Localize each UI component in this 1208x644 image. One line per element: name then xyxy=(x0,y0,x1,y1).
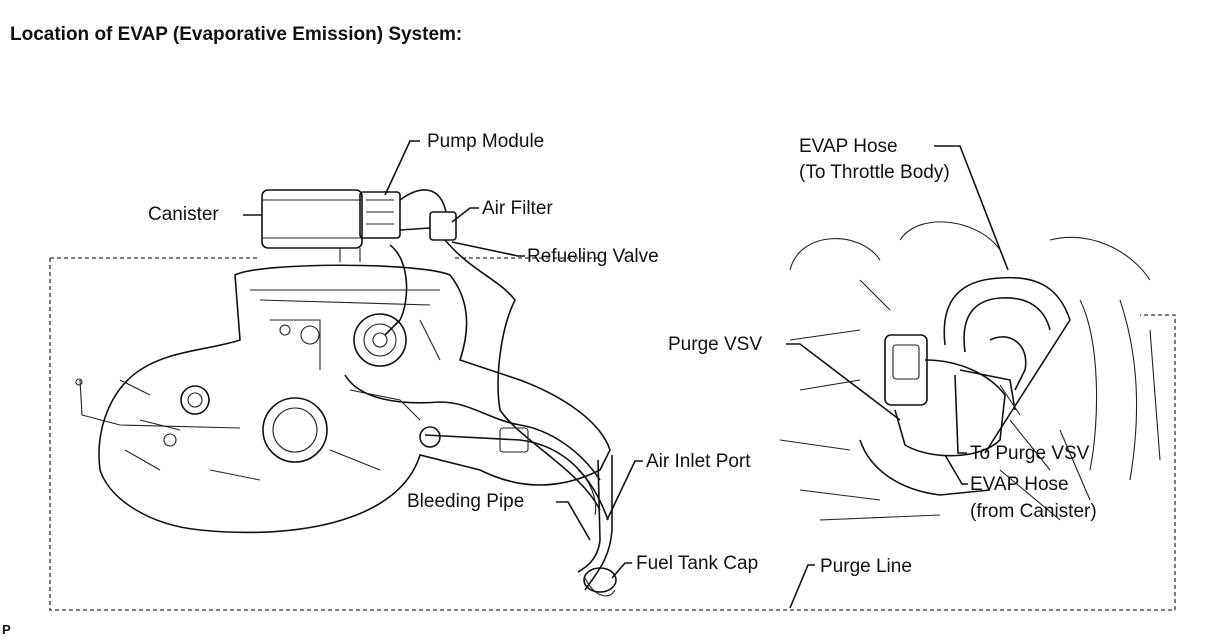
leader-lines xyxy=(243,140,1071,609)
enclosure-dashed-frame xyxy=(49,258,1176,611)
label-evap-hose-canister: EVAP Hose xyxy=(970,474,1069,495)
label-evap-hose-throttle: EVAP Hose xyxy=(799,136,898,157)
label-air-inlet-port: Air Inlet Port xyxy=(646,451,751,472)
label-purge-line: Purge Line xyxy=(820,556,912,577)
label-air-filter: Air Filter xyxy=(482,198,553,219)
engine-bay-illustration xyxy=(779,221,1161,521)
label-bleeding-pipe: Bleeding Pipe xyxy=(407,491,525,512)
fuel-tank-illustration xyxy=(75,264,611,534)
label-fuel-tank-cap: Fuel Tank Cap xyxy=(636,553,759,574)
canister-assembly xyxy=(261,189,457,262)
corner-mark: P xyxy=(2,622,11,637)
label-refueling-valve: Refueling Valve xyxy=(527,246,659,267)
label-pump-module: Pump Module xyxy=(427,131,545,152)
label-canister: Canister xyxy=(148,204,219,225)
label-purge-vsv: Purge VSV xyxy=(668,334,762,355)
pipes xyxy=(344,239,617,597)
label-to-purge-vsv: To Purge VSV xyxy=(970,443,1090,464)
label-evap-hose-throttle-sub: (To Throttle Body) xyxy=(799,162,950,183)
page-title: Location of EVAP (Evaporative Emission) … xyxy=(10,24,463,45)
label-evap-hose-canister-sub: (from Canister) xyxy=(970,501,1097,522)
